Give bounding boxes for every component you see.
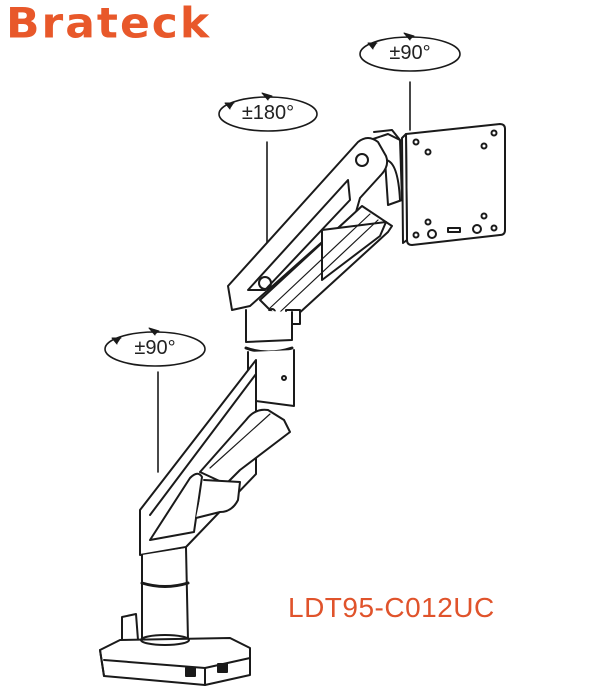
rotation-indicator-monitor — [359, 32, 461, 131]
rotation-indicator-lower-arm — [104, 327, 206, 473]
rotation-label-upper-arm: ±180° — [241, 102, 295, 124]
brand-logo: Brateck — [6, 0, 212, 48]
upper-arm — [227, 137, 393, 325]
rotation-label-monitor: ±90° — [389, 42, 431, 64]
rotation-indicator-upper-arm — [218, 92, 318, 246]
rotation-label-lower-arm: ±90° — [134, 337, 176, 359]
model-number: LDT95-C012UC — [288, 592, 495, 623]
elbow-joint — [244, 309, 295, 407]
vesa-plate — [401, 123, 506, 246]
lower-arm — [139, 359, 291, 556]
pole-and-base — [99, 547, 251, 686]
